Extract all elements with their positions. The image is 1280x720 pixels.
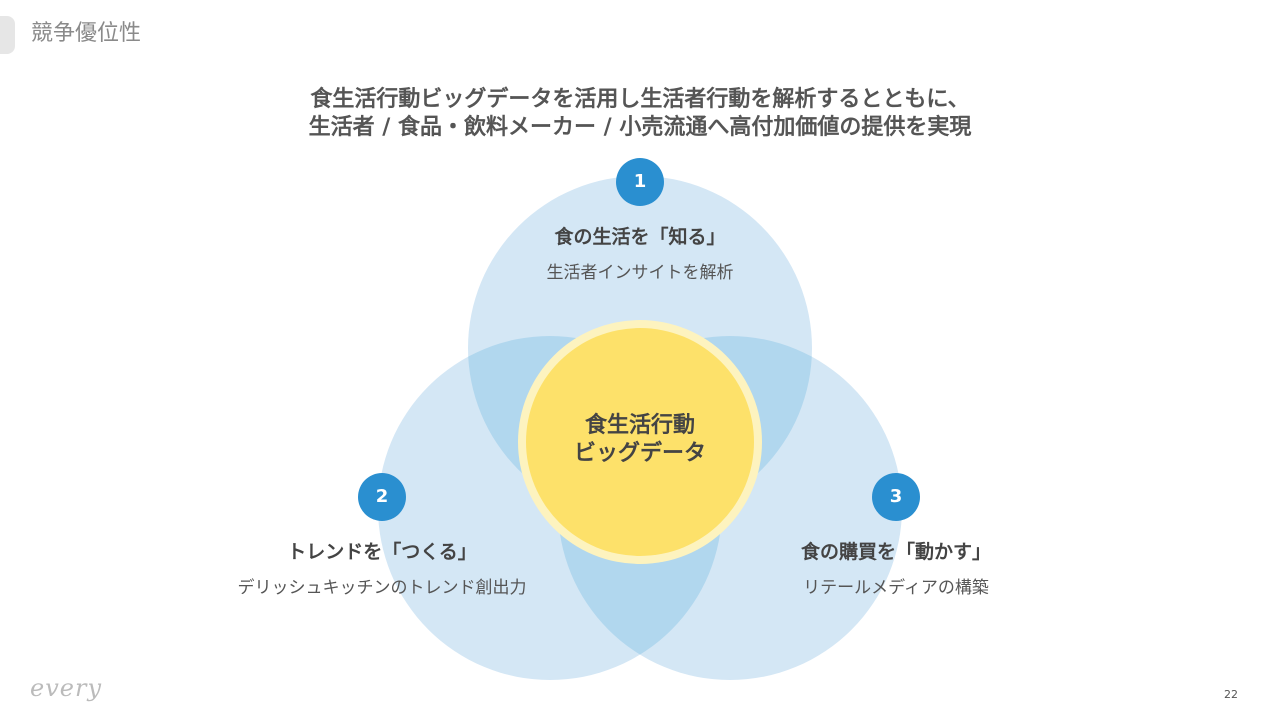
section-tab-marker (0, 16, 15, 54)
center-label-line-1: 食生活行動 (584, 413, 695, 438)
number-badge-3: 3 (872, 473, 920, 521)
center-label-line-2: ビッグデータ (573, 441, 706, 466)
page-number: 22 (1224, 688, 1238, 701)
number-badge-1: 1 (616, 158, 664, 206)
item-3-subtitle: リテールメディアの構築 (803, 578, 989, 598)
center-label: 食生活行動 ビッグデータ (540, 412, 740, 468)
section-title: 競争優位性 (31, 21, 142, 46)
every-logo: every (30, 674, 102, 702)
item-2-title: トレンドを「つくる」 (287, 541, 477, 563)
item-1-subtitle: 生活者インサイトを解析 (546, 263, 734, 283)
item-3-title: 食の購買を「動かす」 (800, 541, 991, 563)
headline-line-1: 食生活行動ビッグデータを活用し生活者行動を解析するとともに、 (310, 87, 970, 112)
headline: 食生活行動ビッグデータを活用し生活者行動を解析するとともに、 生活者 / 食品・… (0, 86, 1280, 142)
item-2-subtitle: デリッシュキッチンのトレンド創出力 (237, 578, 527, 598)
center-circle (526, 328, 754, 556)
headline-line-2: 生活者 / 食品・飲料メーカー / 小売流通へ高付加価値の提供を実現 (308, 115, 972, 140)
number-badge-2: 2 (358, 473, 406, 521)
item-1-title: 食の生活を「知る」 (554, 226, 726, 248)
